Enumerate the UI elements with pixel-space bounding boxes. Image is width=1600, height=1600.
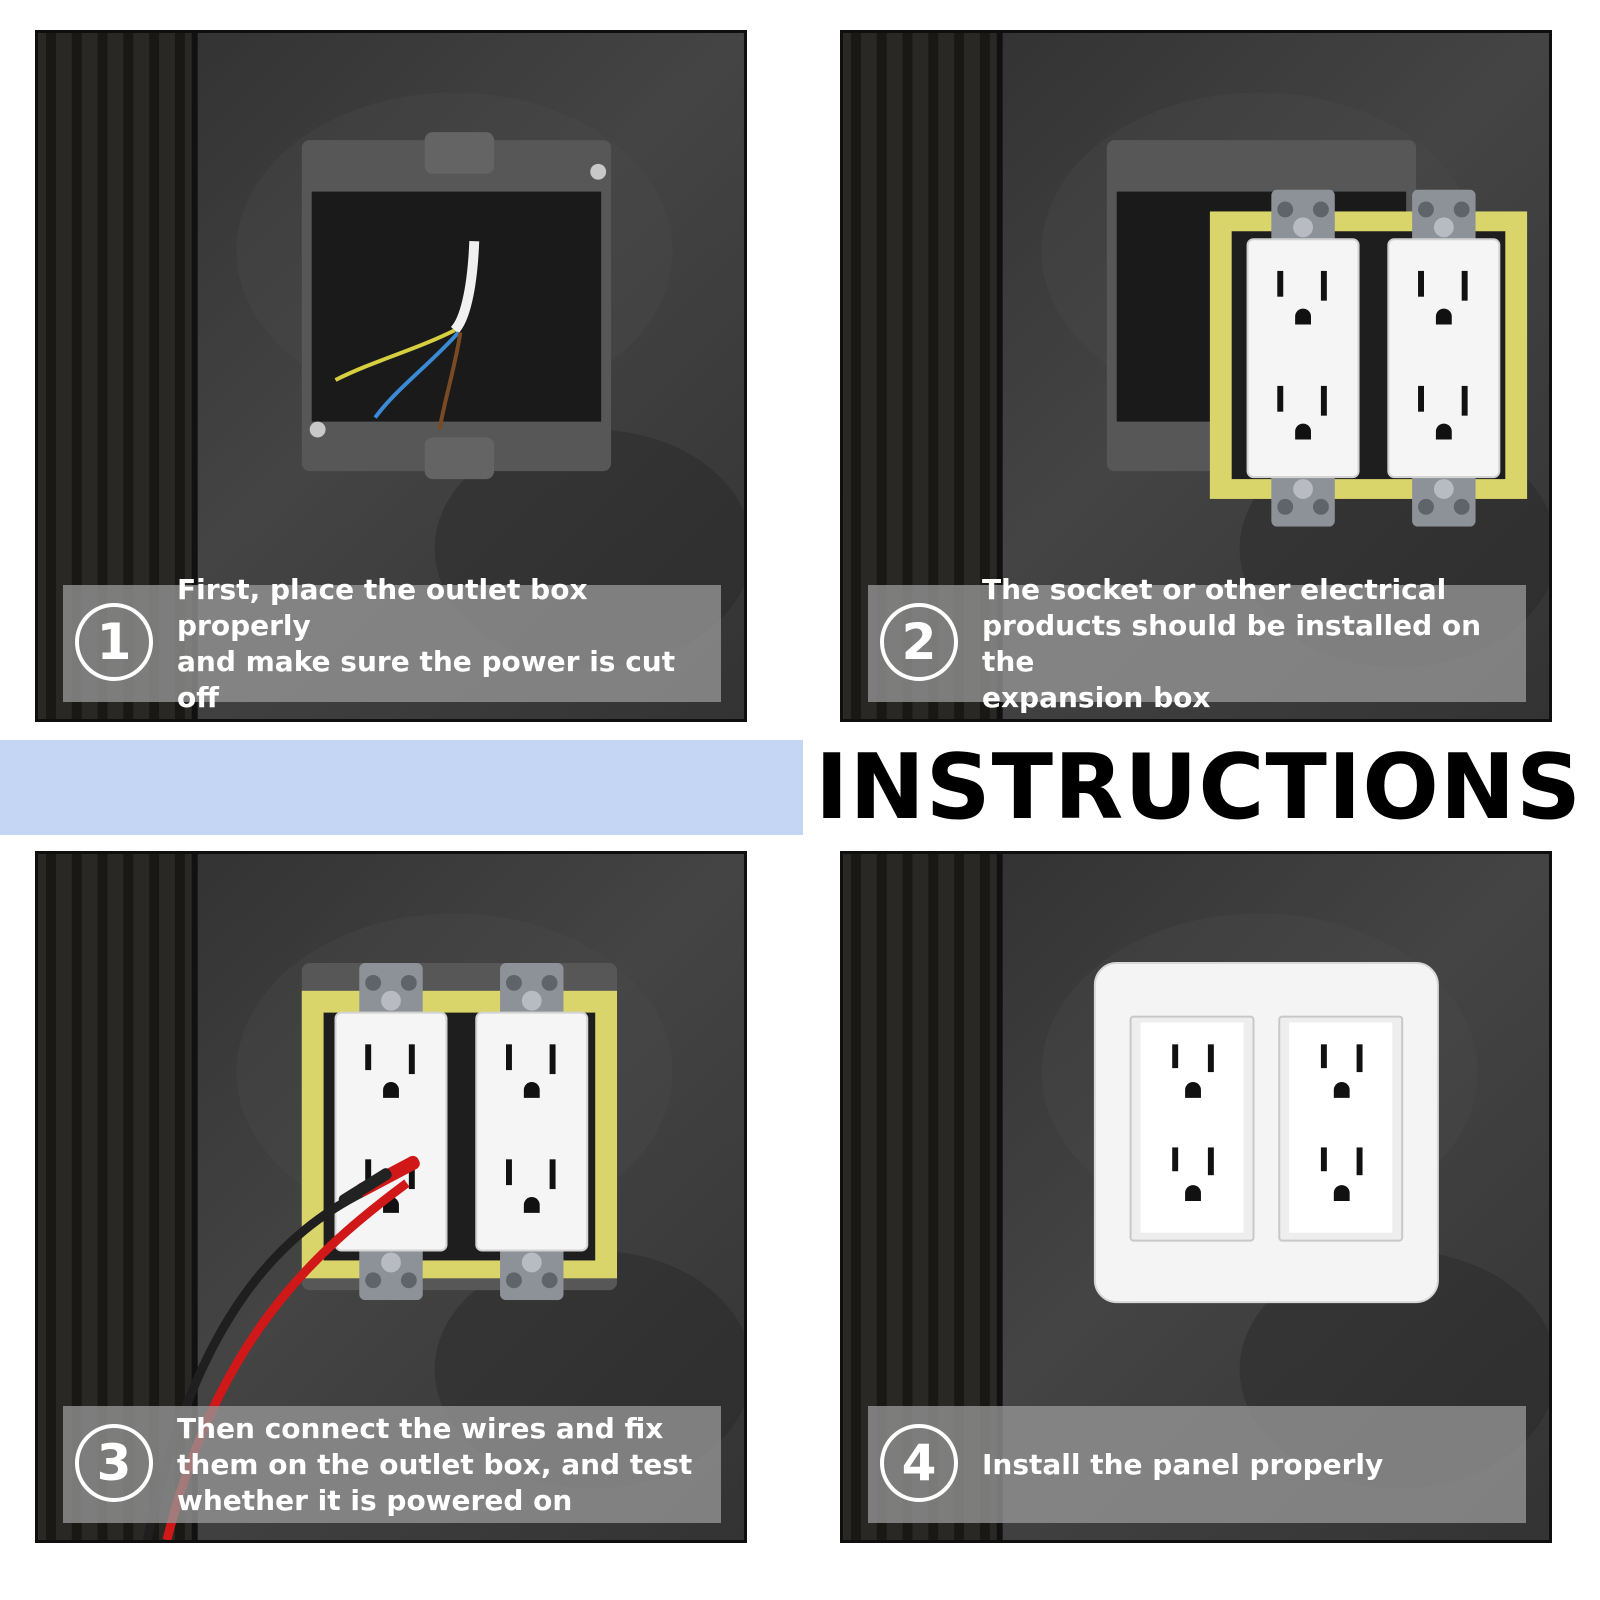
step-description: The socket or other electrical products … [982,572,1482,714]
outlet-right [1388,190,1499,527]
step-number-badge: 3 [75,1424,153,1502]
step-number-badge: 4 [880,1424,958,1502]
step-1-panel: 1 First, place the outlet box properly a… [35,30,747,722]
step-4-caption: 4 Install the panel properly [868,1406,1526,1523]
receptacle-left [1140,1022,1244,1233]
step-number-badge: 1 [75,603,153,681]
outlet-left [335,963,446,1300]
step-3-caption: 3 Then connect the wires and fix them on… [63,1406,721,1523]
step-3-panel: 3 Then connect the wires and fix them on… [35,851,747,1543]
testing-illustration [142,854,618,1540]
finished-panel-illustration [1093,962,1439,1304]
receptacle-right [1289,1022,1393,1233]
step-description: Install the panel properly [982,1447,1384,1481]
outlet-left [1248,190,1359,527]
step-2-panel: 2 The socket or other electrical product… [840,30,1552,722]
step-number-badge: 2 [880,603,958,681]
step-1-caption: 1 First, place the outlet box properly a… [63,572,721,714]
expansion-box-illustration [1106,140,1528,719]
heading-banner [0,740,803,835]
outlet-right [476,963,587,1300]
outlet-box-illustration [301,132,612,480]
step-2-caption: 2 The socket or other electrical product… [868,572,1526,714]
step-4-panel: 4 Install the panel properly [840,851,1552,1543]
page-title: INSTRUCTIONS [815,735,1582,840]
step-description: Then connect the wires and fix them on t… [177,1411,693,1517]
step-description: First, place the outlet box properly and… [177,572,676,714]
